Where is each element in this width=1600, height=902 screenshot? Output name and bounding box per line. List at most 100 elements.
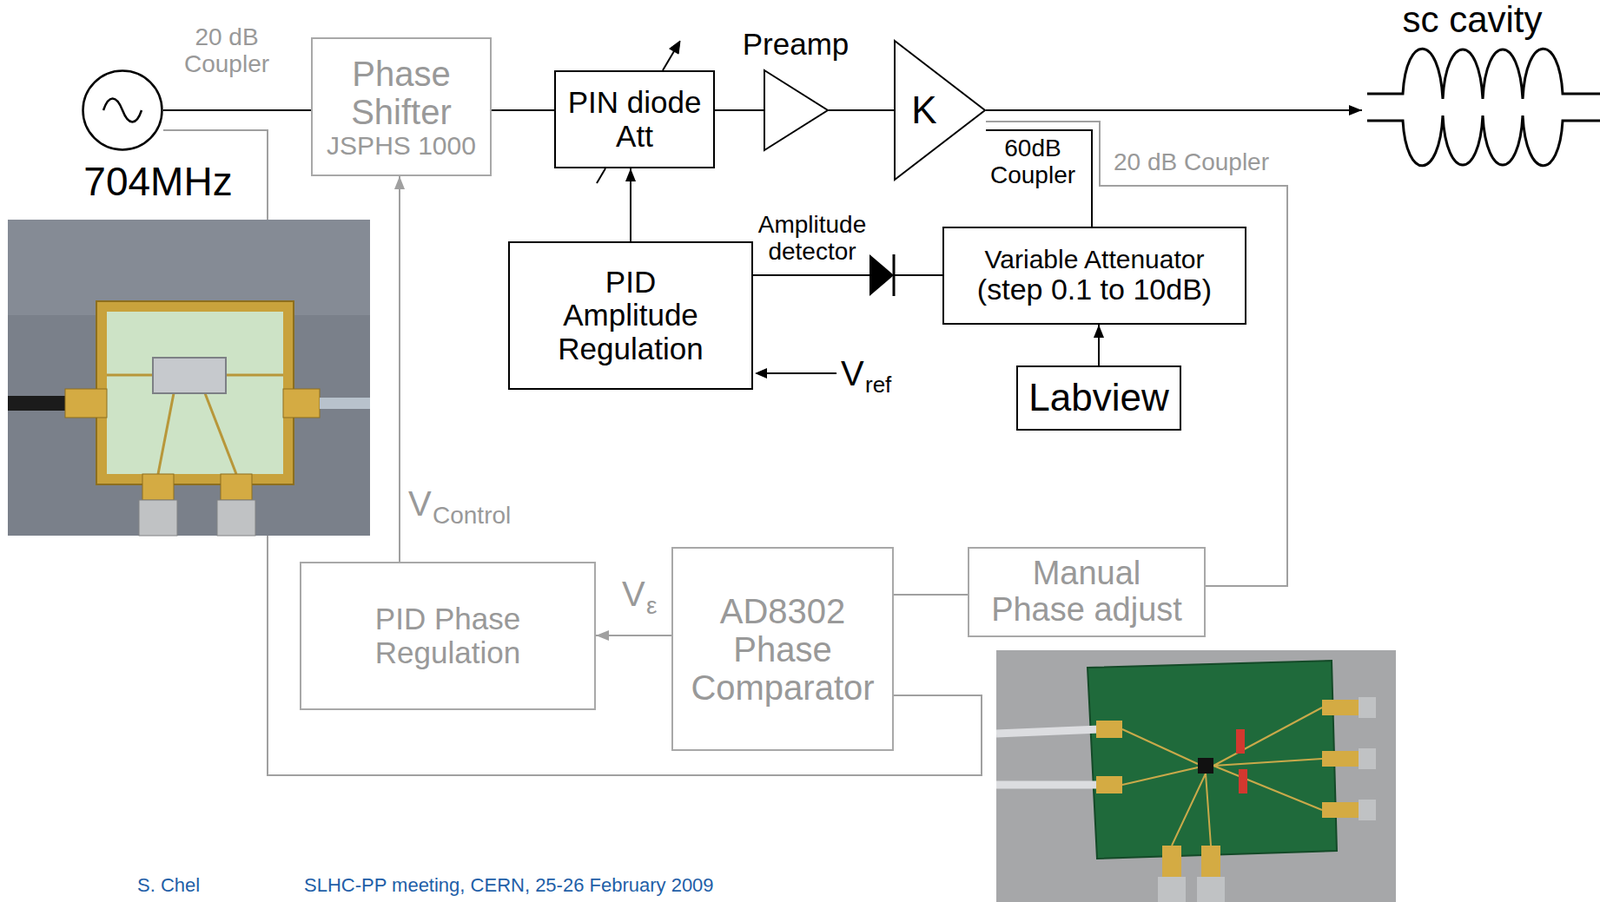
footer-text: S. Chel: [137, 875, 200, 897]
oscillator-circle: [83, 71, 163, 151]
attenuator-box: Variable Attenuator(step 0.1 to 10dB): [942, 226, 1247, 325]
amplifier-triangle: Preamp: [763, 69, 829, 152]
signal-line: [629, 168, 632, 242]
arrow-head: [754, 368, 767, 379]
coupler-label: 20 dB Coupler: [1113, 149, 1270, 177]
sma-connector: [142, 474, 174, 501]
sma-connector: [1322, 802, 1359, 819]
photo-background: [7, 219, 371, 536]
edge-label: Amplitude detector: [758, 211, 867, 266]
sma-connector: [1322, 751, 1359, 767]
box-title: Labview: [1028, 376, 1169, 419]
signal-subscript: Control: [432, 503, 511, 529]
signal-line: [828, 109, 894, 112]
part-number: JSPHS 1000: [326, 131, 477, 160]
phase-shifter-box: Phase ShifterJSPHS 1000: [310, 37, 492, 177]
signal-line: [163, 109, 311, 112]
signal-line: [985, 109, 1362, 112]
sma-connector: [1201, 846, 1221, 878]
diode-bar: [892, 254, 896, 297]
box-title: AD8302 Phase Comparator: [690, 592, 874, 708]
signal-name: V: [621, 576, 646, 612]
signal-line: [985, 130, 1092, 227]
connector-nut: [1358, 748, 1376, 770]
connector-nut: [217, 500, 256, 536]
diode-symbol: [869, 254, 894, 297]
shape-outline: [81, 69, 164, 152]
board-component: [1236, 729, 1245, 754]
connector-nut: [1358, 697, 1376, 719]
signal-subscript: ε: [646, 594, 657, 619]
connector-nut: [138, 500, 178, 536]
signal-subscript: ref: [865, 373, 892, 397]
circuit-board: [106, 311, 284, 475]
cavity-label: sc cavity: [1401, 0, 1542, 40]
box-title: Variable Attenuator: [985, 244, 1205, 274]
comparator-box: AD8302 Phase Comparator: [671, 547, 894, 752]
amplifier-outline: [764, 70, 828, 151]
coupler-label: 60dB Coupler: [990, 135, 1076, 190]
cavity-wall: [1367, 48, 1600, 100]
chip-package: [152, 357, 226, 394]
oscillator-symbol: 704MHz: [81, 69, 164, 152]
adjust-box: Manual Phase adjust: [967, 547, 1206, 638]
controller-box: PID Phase Regulation: [299, 561, 596, 711]
sma-connector: [1162, 846, 1182, 878]
signal-line: [398, 176, 401, 562]
gain-label: K: [911, 89, 937, 132]
box-title: Manual Phase adjust: [985, 555, 1188, 629]
coupler-label: 20 dB Coupler: [184, 24, 270, 79]
signal-wire: [764, 372, 837, 375]
shape-outline: [893, 39, 986, 181]
connector-nut: [1157, 877, 1186, 902]
attenuator-box: PIN diode Att: [554, 70, 715, 169]
sma-connector: [1322, 700, 1359, 716]
comparator-photo: [996, 650, 1396, 902]
sma-connector: [220, 474, 252, 501]
software-box: Labview: [1016, 365, 1182, 431]
board-component: [1238, 769, 1248, 794]
shape-outline: [763, 69, 829, 152]
variable-mark: [596, 168, 606, 184]
amplifier-triangle: K: [893, 39, 986, 181]
arrow-head: [669, 40, 681, 54]
box-title: PIN diode Att: [562, 85, 707, 153]
variable-mark: [662, 51, 675, 71]
detector-diode: [869, 254, 894, 297]
signal-line: [714, 109, 764, 112]
board-frame: [96, 301, 294, 485]
sine-symbol: [103, 99, 142, 123]
amplifier-outline: [894, 40, 986, 180]
box-title: PID Amplitude Regulation: [557, 265, 703, 367]
cable: [996, 729, 1100, 786]
box-subtitle: (step 0.1 to 10dB): [977, 273, 1212, 306]
signal-name: V: [408, 486, 432, 522]
connector-nut: [1196, 877, 1225, 902]
reference-arrow: [754, 368, 837, 379]
chip-package: [1197, 758, 1214, 774]
signal-line: [893, 594, 968, 596]
signal-line: [985, 121, 1288, 587]
connector-nut: [1358, 800, 1376, 821]
signal-line: [491, 109, 555, 112]
signal-line: [753, 274, 943, 277]
signal-line: [1097, 324, 1100, 366]
circuit-board: [1087, 661, 1337, 860]
sma-connector: [1096, 720, 1123, 739]
box-title: Phase Shifter: [350, 54, 452, 132]
sma-connector: [1096, 776, 1123, 794]
footer-text: SLHC-PP meeting, CERN, 25-26 February 20…: [304, 875, 715, 897]
signal-name: V: [840, 356, 865, 391]
cavity-wall: [1367, 115, 1600, 166]
cable: [319, 397, 371, 410]
controller-box: PID Amplitude Regulation: [508, 241, 754, 391]
box-title: PID Phase Regulation: [375, 602, 521, 670]
board-trace: [1122, 707, 1323, 847]
attenuator-photo: [7, 219, 371, 536]
signal-line: [595, 634, 672, 637]
cavity-symbol: sc cavity: [1361, 0, 1600, 179]
frequency-label: 704MHz: [83, 159, 232, 205]
photo-background: [996, 650, 1396, 902]
sma-connector: [65, 389, 107, 418]
